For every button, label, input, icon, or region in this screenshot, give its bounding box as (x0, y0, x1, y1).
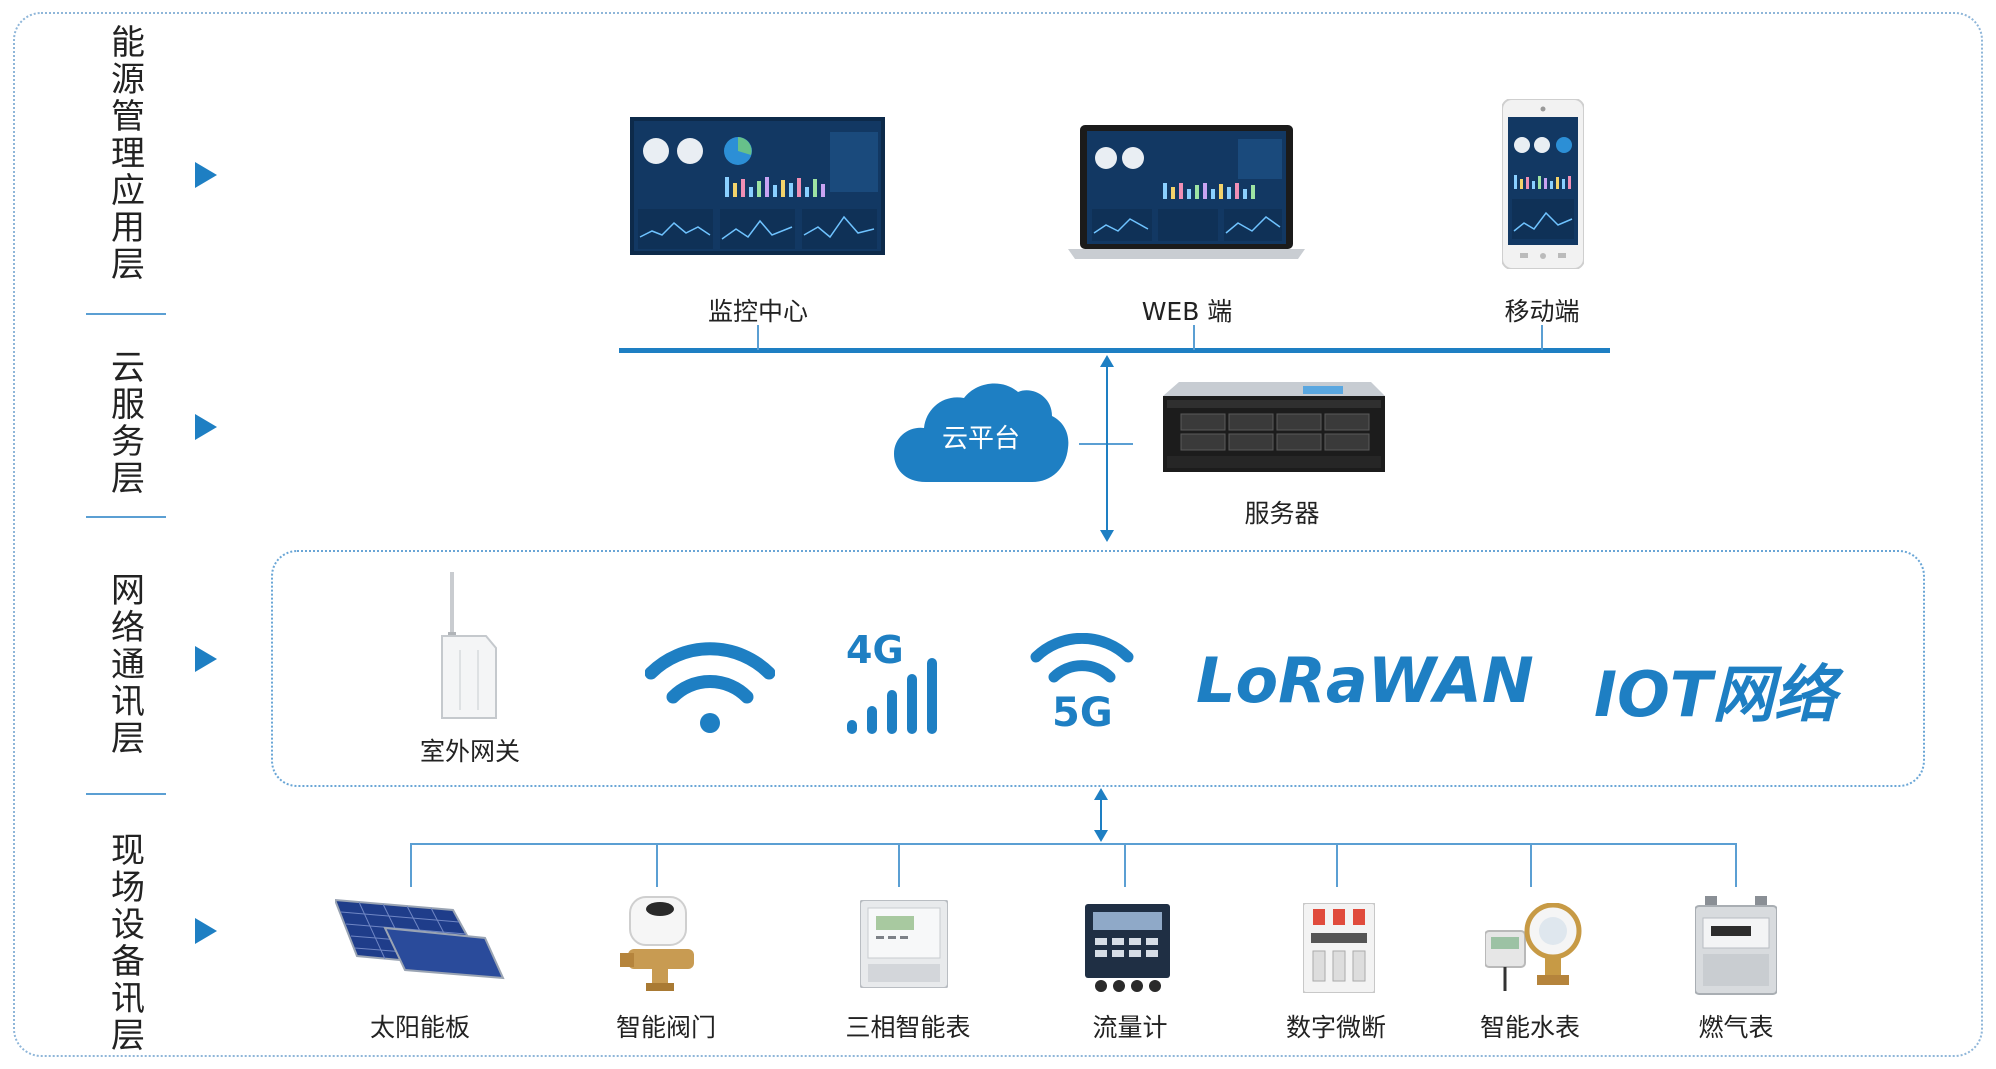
smart-valve-label: 智能阀门 (615, 1013, 717, 1042)
device-drop-gas (1735, 843, 1737, 887)
web-laptop-icon (1068, 125, 1305, 259)
smart-valve-icon (620, 896, 694, 991)
layer-title-char: 场 (111, 868, 145, 908)
water-meter-label: 智能水表 (1479, 1013, 1581, 1042)
application-bus-line (619, 348, 1610, 353)
device-drop-water (1530, 843, 1532, 887)
layer-title-char: 能 (111, 23, 145, 63)
gas-meter-label: 燃气表 (1698, 1013, 1774, 1042)
layer-arrow-application (195, 162, 217, 188)
layer-title-application: 能源管理应用层 (98, 25, 158, 284)
bus-drop-web (1193, 325, 1195, 350)
badge-4g-label: 4G (846, 628, 904, 672)
three-phase-meter-label: 三相智能表 (845, 1013, 971, 1042)
bus-drop-mobile (1541, 325, 1543, 350)
solar-panel-label: 太阳能板 (369, 1013, 471, 1042)
device-bus-line (410, 843, 1737, 845)
signal-5g-icon (1030, 633, 1134, 683)
server-icon (1163, 382, 1385, 472)
layer-title-char: 设 (111, 905, 145, 945)
layer-title-char: 备 (111, 942, 145, 982)
layer-title-char: 层 (111, 459, 145, 499)
flow-meter-icon (1085, 904, 1170, 992)
circuit-breaker-icon (1303, 903, 1375, 993)
layer-separator (86, 313, 166, 315)
layer-title-char: 理 (111, 134, 145, 174)
network-device-double-arrow (1094, 788, 1108, 842)
wifi-icon (645, 642, 775, 733)
monitor-center-label: 监控中心 (707, 297, 809, 326)
device-drop-flow (1124, 843, 1126, 887)
layer-title-char: 层 (111, 1016, 145, 1056)
layer-title-char: 讯 (111, 682, 145, 722)
layer-title-char: 通 (111, 645, 145, 685)
device-drop-breaker (1336, 843, 1338, 887)
layer-title-char: 应 (111, 171, 145, 211)
solar-panel-icon (335, 898, 505, 980)
monitor-center-screen-icon (630, 117, 885, 255)
device-drop-meter (898, 843, 900, 887)
layer-title-field: 现场设备讯层 (98, 833, 158, 1055)
three-phase-meter-icon (860, 900, 948, 988)
cloud-platform-label: 云平台 (941, 424, 1020, 454)
cloud-vertical-double-arrow (1100, 355, 1114, 542)
layer-title-char: 用 (111, 208, 145, 248)
flow-meter-label: 流量计 (1092, 1013, 1168, 1042)
mobile-phone-icon (1502, 99, 1584, 269)
layer-arrow-field (195, 918, 217, 944)
gas-meter-icon (1695, 896, 1777, 995)
mobile-client-label: 移动端 (1504, 297, 1580, 326)
layer-title-char: 管 (111, 97, 145, 137)
layer-title-char: 服 (111, 385, 145, 425)
layer-title-char: 现 (111, 831, 145, 871)
layer-arrow-network (195, 646, 217, 672)
iot-network-label: IOT网络 (1594, 658, 1837, 731)
layer-title-char: 层 (111, 719, 145, 759)
layer-title-char: 络 (111, 608, 145, 648)
layer-separator (86, 793, 166, 795)
server-label: 服务器 (1244, 499, 1320, 528)
lorawan-label: LoRaWAN (1196, 644, 1534, 717)
layer-separator (86, 516, 166, 518)
layer-title-cloud: 云服务层 (98, 350, 158, 498)
layer-title-char: 源 (111, 60, 145, 100)
layer-title-char: 网 (111, 571, 145, 611)
layer-title-char: 层 (111, 245, 145, 285)
outdoor-gateway-icon (441, 572, 497, 719)
layer-arrow-cloud (195, 414, 217, 440)
bus-drop-monitor (757, 325, 759, 350)
outdoor-gateway-label: 室外网关 (419, 737, 521, 766)
layer-title-char: 务 (111, 422, 145, 462)
diagram-frame (13, 12, 1983, 1057)
network-layer-box (271, 550, 1925, 787)
water-meter-icon (1485, 903, 1582, 991)
badge-5g-label: 5G (1052, 690, 1113, 736)
device-drop-solar (410, 843, 412, 887)
layer-title-char: 讯 (111, 979, 145, 1019)
layer-title-network: 网络通讯层 (98, 573, 158, 758)
web-client-label: WEB 端 (1141, 297, 1233, 326)
signal-4g-icon (847, 658, 937, 734)
device-drop-valve (656, 843, 658, 887)
circuit-breaker-label: 数字微断 (1285, 1013, 1387, 1042)
layer-title-char: 云 (111, 348, 145, 388)
cloud-platform-icon (894, 383, 1069, 482)
